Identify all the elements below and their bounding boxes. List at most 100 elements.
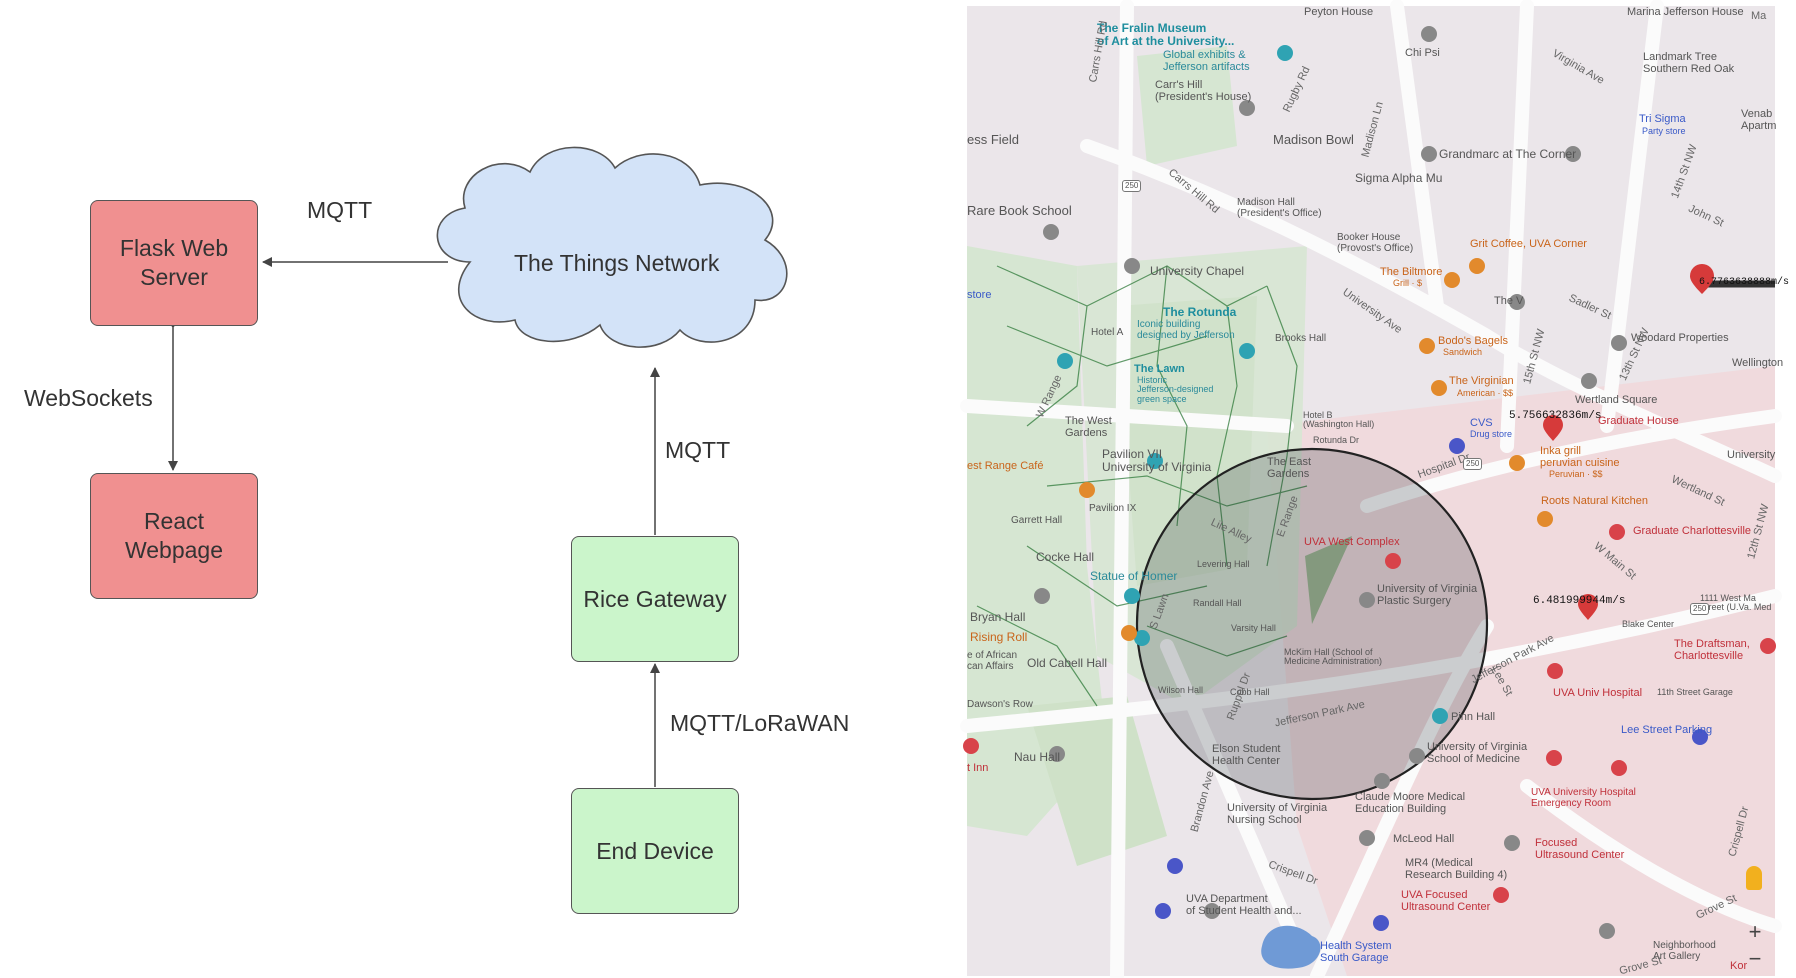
map-label: Hotel B (Washington Hall) [1303,410,1375,430]
map-label[interactable]: The Lawn [1134,363,1185,375]
map-label[interactable]: UVA Focused Ultrasound Center [1401,889,1491,913]
map-label: Kor [1730,960,1748,972]
map-label[interactable]: Inka grill peruvian cuisine [1540,445,1620,469]
map-label[interactable]: The Biltmore [1380,266,1443,278]
food-markers [1079,258,1553,641]
map-label: Brooks Hall [1275,333,1327,344]
map-label: ess Field [967,132,1020,147]
map-label[interactable]: The Draftsman, Charlottesville [1674,638,1750,662]
map-label: Old Cabell Hall [1027,656,1108,670]
map-label[interactable]: The Rotunda [1163,305,1237,319]
route-shield-icon: 250 [1463,458,1483,471]
map-label[interactable]: CVS [1470,417,1493,429]
map-label: McLeod Hall [1393,833,1455,845]
map-label[interactable]: Pavilion VII University of Virginia [1102,447,1212,474]
map-label: Sandwich [1443,347,1483,357]
map-label[interactable]: The Virginian [1449,375,1514,387]
map-label: Party store [1642,126,1686,136]
edge-label-mqtt-lorawan: MQTT/LoRaWAN [670,710,850,736]
map-label: Varsity Hall [1231,623,1276,633]
map-label: The West Gardens [1065,415,1112,439]
transit-markers [1155,438,1708,931]
map-label: Neighborhood Art Gallery [1653,940,1716,962]
speed-readout: 6.481999944m/s [1533,595,1626,607]
rice-gateway-node: Rice Gateway [571,536,739,662]
map-label: McKim Hall (School of Medicine Administr… [1284,647,1383,667]
map-label: Historic Jefferson-designed green space [1137,375,1214,404]
map-label[interactable]: Graduate Charlottesville [1633,525,1752,537]
map-label: Rotunda Dr [1313,435,1360,445]
map-label: Garrett Hall [1011,515,1063,526]
map-label[interactable]: University Chapel [1150,264,1245,278]
map-label: Woodard Properties [1631,332,1729,344]
map-label: Landmark Tree Southern Red Oak [1643,51,1735,75]
map-label: Cobb Hall [1230,687,1270,697]
route-shield-icon: 250 [1122,180,1142,193]
map-label[interactable]: The Fralin Museum of Art at the Universi… [1097,21,1235,48]
diagram-edges [168,146,788,787]
map-label: 11th Street Garage [1657,687,1733,697]
map-label: University of Virginia Nursing School [1227,802,1328,826]
map-label: Iconic building designed by Jefferson [1137,319,1235,341]
map-label: Rare Book School [967,203,1072,218]
map-label: Carr's Hill (President's House) [1155,79,1252,103]
map-label: MR4 (Medical Research Building 4) [1405,857,1508,881]
map-label[interactable]: Bodo's Bagels [1438,335,1508,347]
map-label: Levering Hall [1197,559,1250,569]
map-label[interactable]: UVA West Complex [1304,536,1400,548]
map-label[interactable]: Tri Sigma [1639,113,1686,125]
map-label: 1111 West Ma Street (U.Va. Med [1700,593,1772,613]
map-label: Blake Center [1622,619,1675,629]
speed-readout: 5.756632836m/s [1509,410,1602,422]
zoom-out-button[interactable]: − [1748,946,1762,971]
map-label: Venab Apartm [1741,108,1777,132]
map-label[interactable]: Statue of Homer [1090,569,1178,583]
map-label: Bryan Hall [970,610,1026,624]
map-label: Cocke Hall [1036,550,1095,564]
map-label[interactable]: Focused Ultrasound Center [1535,837,1625,861]
map-view[interactable]: Peyton House The Fralin Museum of Art at… [960,0,1789,978]
end-device-node: End Device [571,788,739,914]
map-label: Hotel A [1091,327,1124,338]
hospital-markers [963,524,1776,903]
map-label[interactable]: Pinn Hall [1451,711,1496,723]
map-label: Dawson's Row [967,699,1033,710]
map-label[interactable]: Elson Student Health Center [1212,743,1281,767]
react-webpage-node: React Webpage [90,473,258,599]
map-label: Drug store [1470,429,1513,439]
teal-markers [1057,45,1448,724]
map-label[interactable]: University of Virginia Plastic Surgery [1377,583,1478,607]
map-label[interactable]: Graduate House [1598,415,1679,427]
map-label[interactable]: Rising Roll [970,630,1028,644]
map-label[interactable]: Roots Natural Kitchen [1541,495,1648,507]
map-label: The East Gardens [1267,456,1312,480]
edge-label-mqtt-top: MQTT [307,197,373,223]
ttn-label: The Things Network [514,250,720,276]
map-label: Marina Jefferson House [1627,6,1744,18]
map-label: t Inn [967,762,989,774]
map-label: Peruvian · $$ [1549,469,1603,479]
map-base [960,0,1782,978]
map-label: Wellington [1732,357,1784,369]
map-label[interactable]: University of Virginia School of Medicin… [1427,741,1528,765]
map-label[interactable]: Lee Street Parking [1621,724,1713,736]
map-label: Claude Moore Medical Education Building [1355,791,1466,815]
map-label[interactable]: Grandmarc at The Corner [1439,147,1577,161]
map-label: American · $$ [1457,388,1514,398]
pegman-icon[interactable] [1746,866,1762,890]
map-label[interactable]: Grit Coffee, UVA Corner [1470,238,1587,250]
cloud-shape [436,146,788,348]
map-label[interactable]: UVA University Hospital Emergency Room [1531,787,1636,809]
map-pin-icon [1690,264,1714,294]
zoom-in-button[interactable]: + [1748,919,1762,944]
map-markers [963,26,1776,939]
map-label[interactable]: Health System South Garage [1320,940,1392,964]
map-label: University [1727,449,1776,461]
map-label[interactable]: UVA Univ Hospital [1553,687,1643,699]
map-label[interactable]: est Range Café [967,460,1044,472]
map-label: e of African can Affairs [967,650,1018,672]
map-label: Wertland Square [1575,394,1658,406]
map-label[interactable]: UVA Department of Student Health and... [1186,893,1302,917]
flask-web-server-node: Flask Web Server [90,200,258,326]
map-label: store [967,289,992,301]
